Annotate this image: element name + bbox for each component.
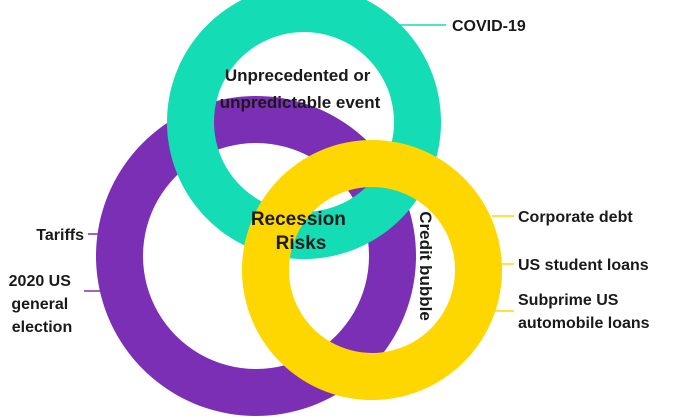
credit-bubble-ring <box>241 140 502 401</box>
unprecedented-event-label: Unprecedented or unpredictable event <box>220 66 381 112</box>
tariffs-callout: Tariffs <box>36 227 84 244</box>
student-loans-callout: US student loans <box>518 257 649 274</box>
auto-loans-callout: Subprime US automobile loans <box>518 292 650 332</box>
covid-callout: COVID-19 <box>452 18 526 35</box>
policy-shift-label: Policy shift <box>166 272 253 336</box>
unprecedented-event-ring <box>167 0 441 259</box>
corporate-debt-callout: Corporate debt <box>518 209 633 226</box>
election-callout: 2020 US general election <box>9 273 76 336</box>
center-label: Recession Risks <box>251 209 351 254</box>
credit-bubble-label: Credit bubble <box>416 211 435 321</box>
